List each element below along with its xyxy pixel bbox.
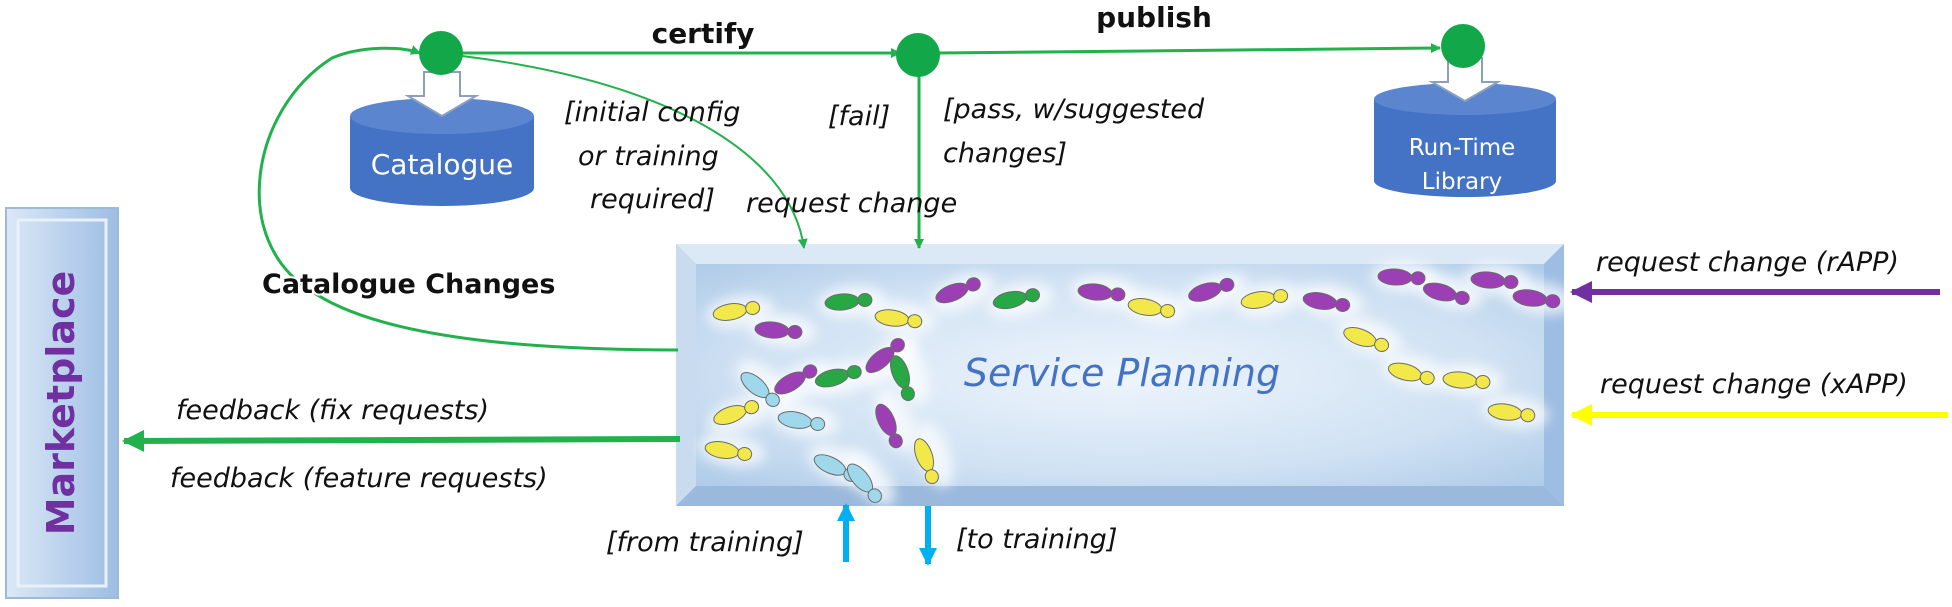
initial-config-line3: required] [590, 184, 715, 215]
initial-config-curve [461, 55, 808, 249]
request-change-xapp-label: request change (xAPP) [1600, 369, 1908, 400]
marketplace-panel: Marketplace [5, 207, 119, 599]
catalogue-down-arrow [404, 71, 480, 118]
certify-node [896, 33, 940, 77]
request-change-label: request change [746, 188, 957, 219]
catalogue-changes-curve [257, 45, 679, 352]
certify-label: certify [652, 17, 755, 50]
fail-label: [fail] [828, 101, 890, 132]
runtime-library-down-arrow [1428, 57, 1502, 103]
footprint-glow [914, 422, 954, 488]
feedback-fix-label: feedback (fix requests) [176, 395, 489, 426]
catalogue-node [419, 31, 463, 75]
pass-label-line2: changes] [943, 138, 1067, 169]
catalogue-changes-label: Catalogue Changes [262, 269, 555, 300]
service-planning-label: Service Planning [964, 351, 1280, 395]
runtime-library-label-line1: Run-Time [1409, 135, 1516, 161]
footprints [698, 260, 1574, 507]
catalogue-label: Catalogue [371, 148, 514, 181]
pass-label-line1: [pass, w/suggested [943, 94, 1205, 125]
from-training-label: [from training] [606, 527, 804, 558]
feedback-feature-label: feedback (feature requests) [170, 463, 548, 494]
footprint-glow [875, 388, 917, 452]
publish-label: publish [1096, 1, 1212, 34]
runtime-library-node [1441, 24, 1485, 68]
to-training-label: [to training] [956, 524, 1117, 555]
feedback-arrow [122, 429, 681, 452]
request-change-rapp-label: request change (rAPP) [1596, 247, 1899, 278]
runtime-library-label-line2: Library [1422, 169, 1502, 195]
initial-config-line1: [initial config [564, 97, 740, 128]
footprint-glow [890, 339, 930, 405]
initial-config-line2: or training [578, 141, 719, 172]
publish-arrow [937, 43, 1441, 55]
marketplace-label: Marketplace [39, 271, 83, 536]
catalogue-database: Catalogue [350, 98, 534, 206]
